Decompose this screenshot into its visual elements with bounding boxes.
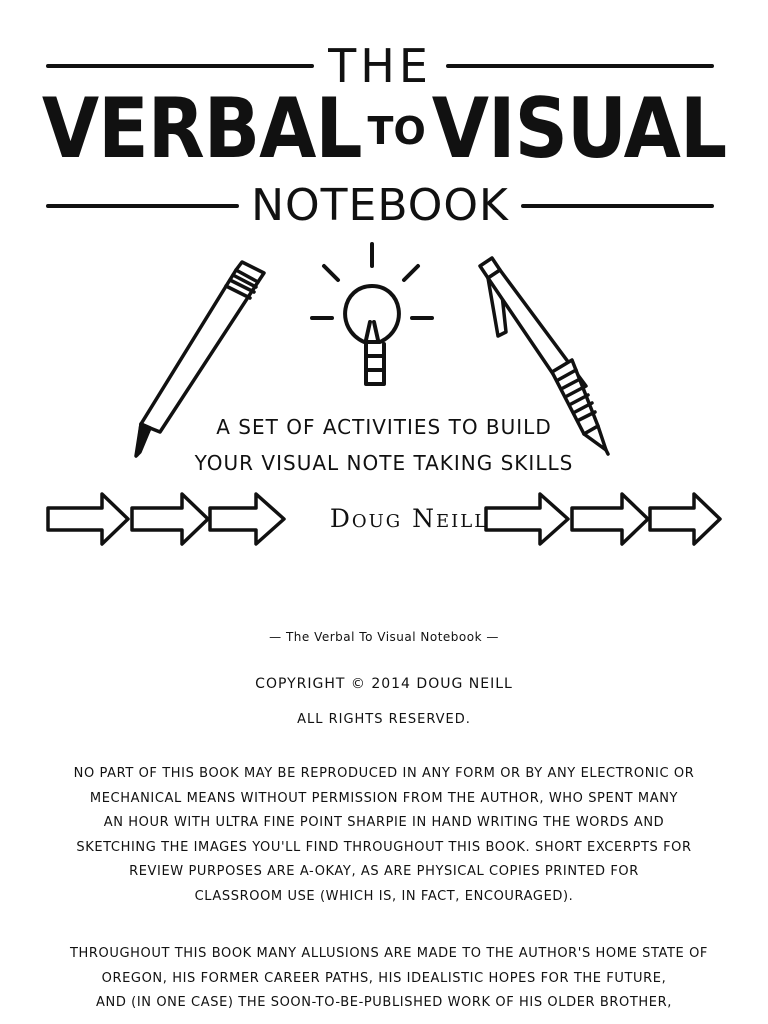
arrow-decoration — [46, 492, 722, 546]
author-name: Doug Neill — [329, 504, 489, 533]
subtitle-line-1: A SET OF ACTIVITIES TO BUILD — [216, 415, 552, 439]
arrow-right-icon — [570, 492, 650, 546]
copyright-line: Copyright © 2014 Doug Neill — [255, 676, 513, 692]
title-verbal: VERBAL — [41, 80, 363, 178]
arrow-right-icon — [130, 492, 210, 546]
permission-paragraph: No part of this book may be reproduced i… — [70, 762, 698, 909]
mechanical-pencil-icon — [478, 256, 610, 456]
allusions-paragraph: Throughout this book many allusions are … — [70, 942, 708, 1016]
paragraph-line: and (in one case) the soon-to-be-publish… — [96, 995, 672, 1010]
pencil-icon — [134, 260, 266, 458]
rights-line: All Rights Reserved. — [297, 712, 471, 727]
title-rule-left — [46, 64, 315, 68]
author-row: Doug Neill — [44, 486, 724, 552]
notebook-rule-left — [46, 204, 240, 208]
title-the: THE — [328, 39, 432, 93]
cover-illustration — [134, 242, 610, 458]
paragraph-line: an hour with ultra fine point sharpie in… — [103, 815, 665, 830]
paragraph-line: sketching the images you'll find through… — [76, 839, 692, 855]
arrow-right-icon — [46, 492, 130, 546]
subtitle-line-2: YOUR VISUAL NOTE TAKING SKILLS — [194, 451, 574, 475]
lightbulb-icon — [310, 242, 434, 386]
title-top-row: THE — [46, 38, 715, 94]
title-visual: VISUAL — [431, 80, 727, 178]
arrow-right-icon — [208, 492, 286, 546]
paragraph-line: Oregon, his former career paths, his ide… — [101, 970, 667, 986]
title-notebook: NOTEBOOK — [251, 180, 509, 231]
arrow-right-icon — [648, 492, 722, 546]
paragraph-line: No part of this book may be reproduced i… — [73, 766, 695, 781]
notebook-rule-right — [520, 204, 715, 208]
paragraph-line: review purposes are A-okay, as are physi… — [129, 864, 639, 879]
title-bottom-row: NOTEBOOK — [46, 178, 715, 234]
arrow-right-icon — [484, 492, 570, 546]
title-rule-right — [445, 64, 715, 68]
paragraph-line: mechanical means without permission from… — [89, 790, 679, 806]
title-to: TO — [367, 109, 426, 153]
paragraph-line: classroom use (which is, in fact, encour… — [194, 888, 574, 904]
paragraph-line: Throughout this book many allusions are … — [70, 946, 708, 961]
book-reference: — The Verbal To Visual Notebook — — [269, 630, 499, 644]
